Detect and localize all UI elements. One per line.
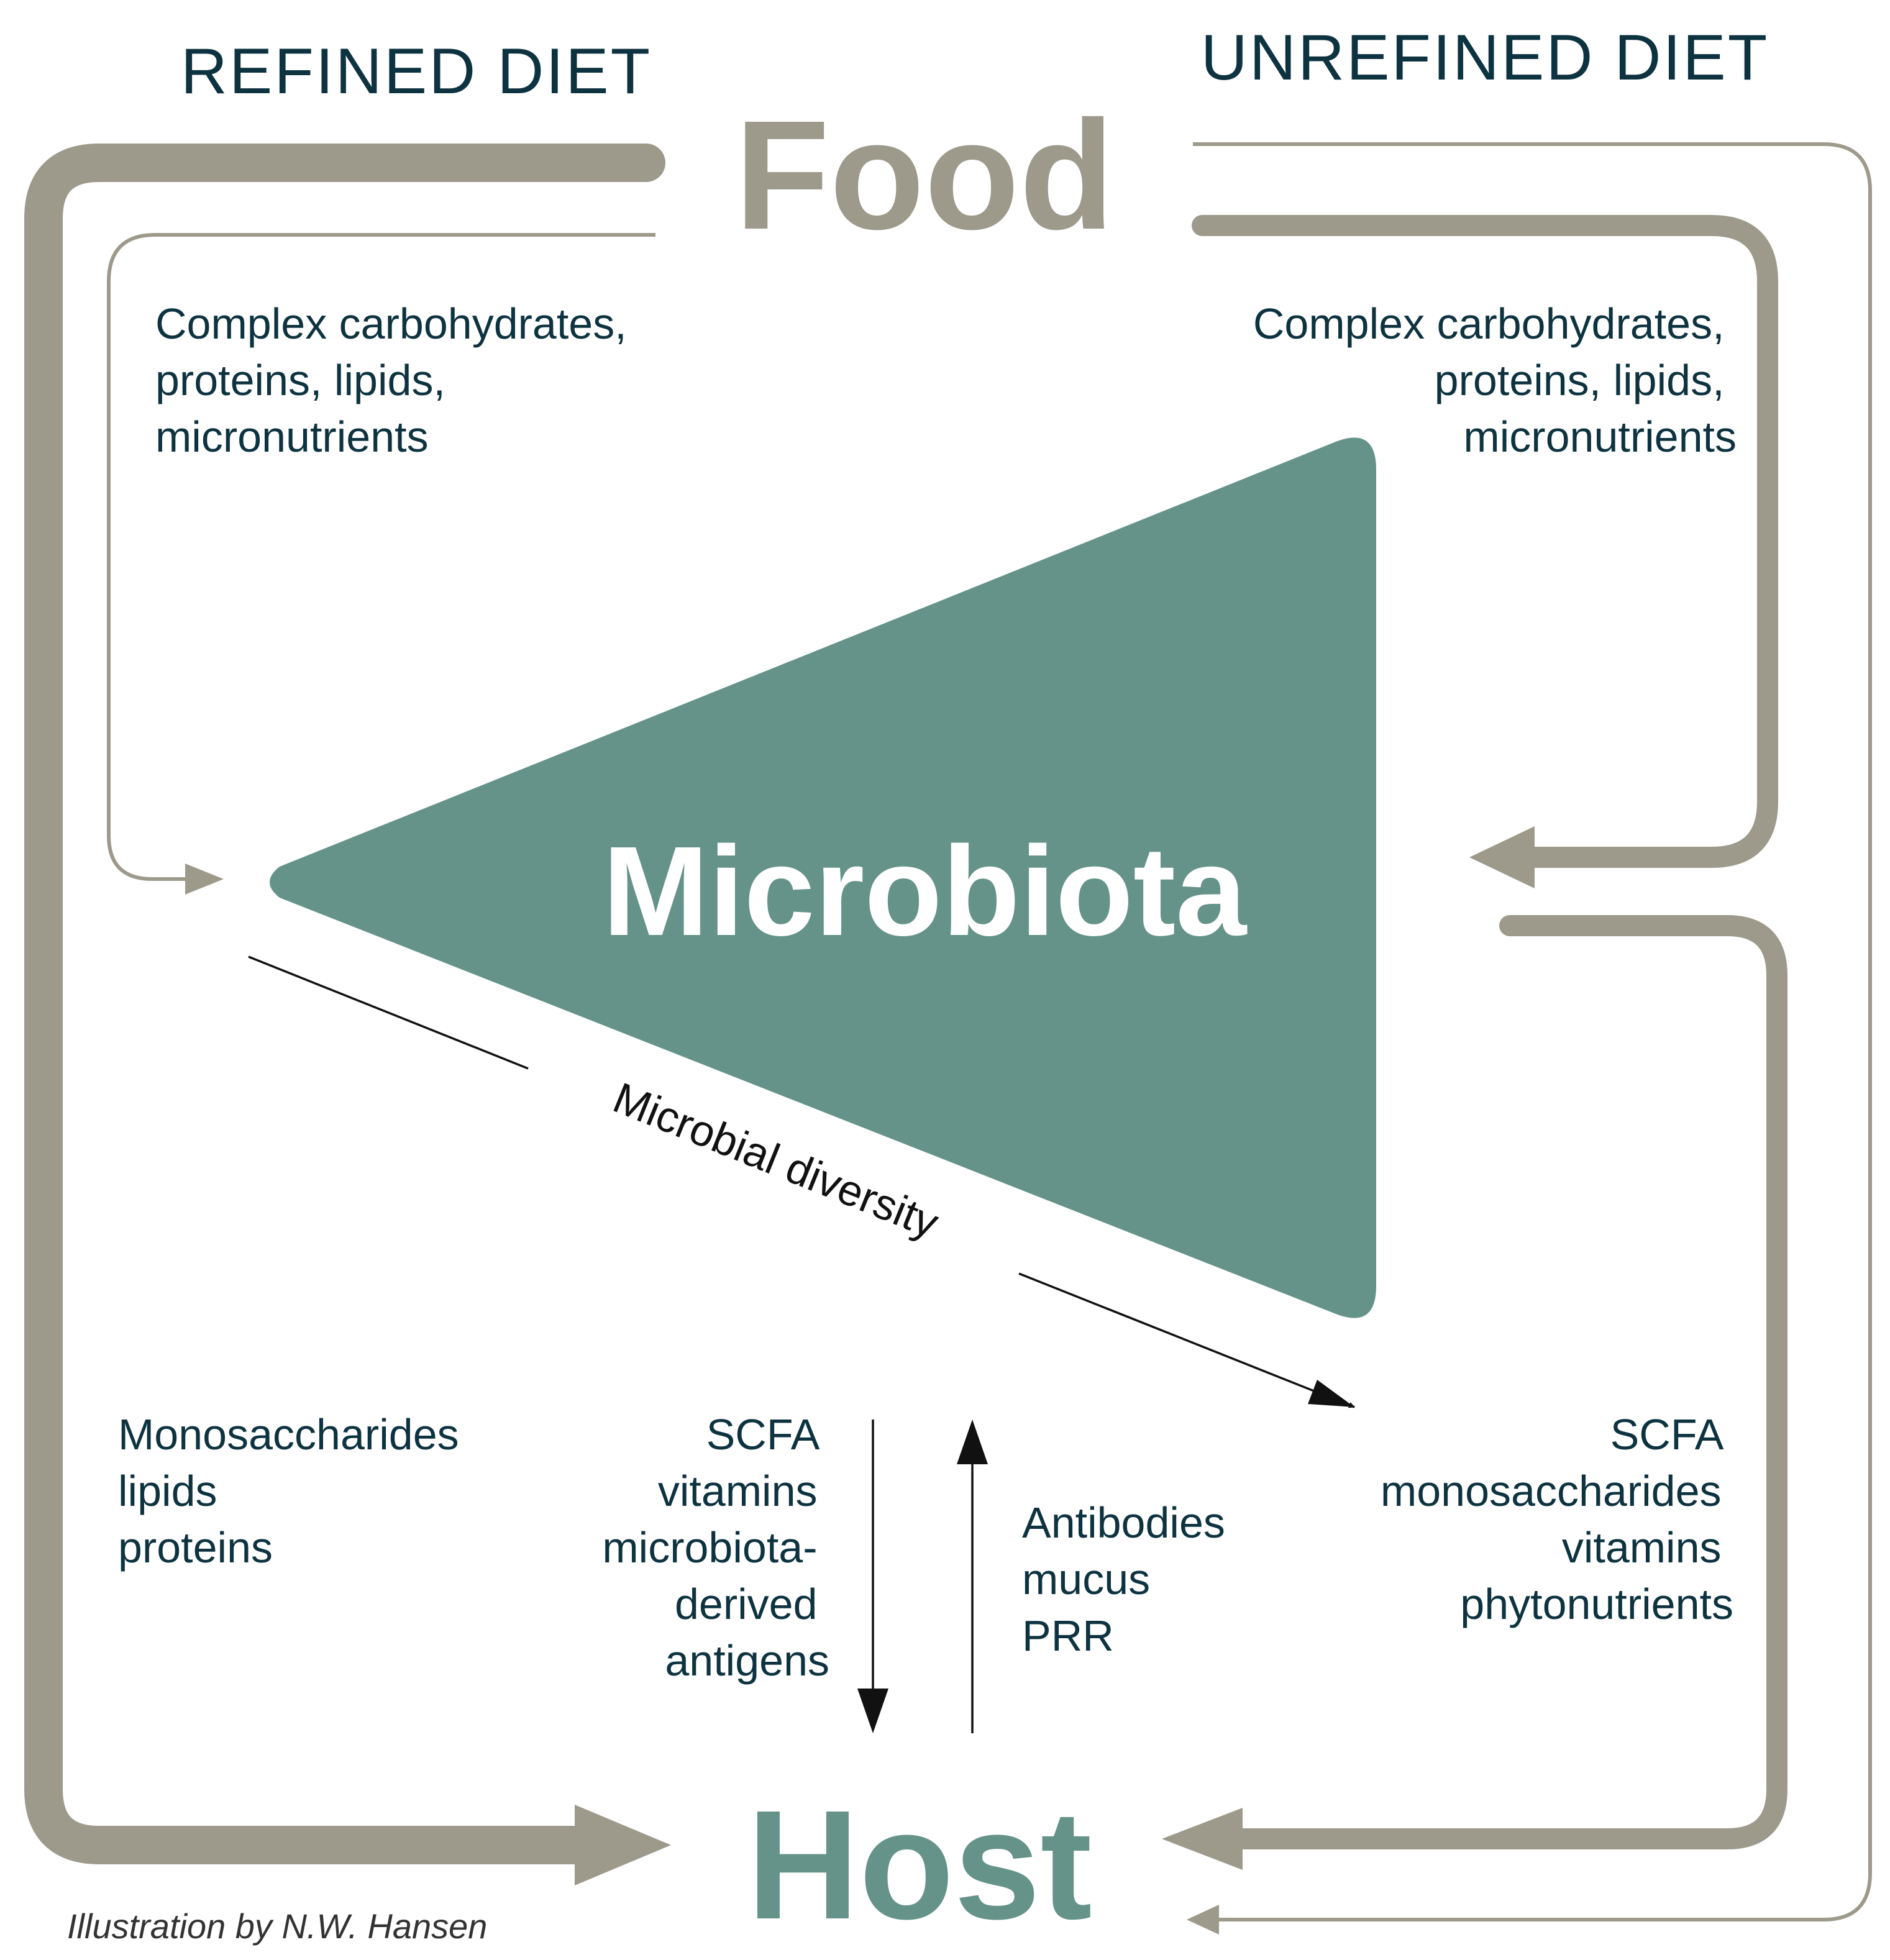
diversity-arrow-segment-right [1018, 1272, 1355, 1408]
list-item: vitamins [658, 1467, 818, 1515]
host-to-microbiota-factors: Antibodies mucus PRR [1022, 1498, 1237, 1660]
list-item: proteins [118, 1523, 273, 1572]
list-item: lipids [118, 1467, 217, 1515]
list-item: antigens [665, 1636, 829, 1685]
host-node-label: Host [747, 1778, 1092, 1951]
diversity-arrow-segment-left [248, 955, 529, 1070]
microbiota-to-host-arrowhead [857, 1689, 888, 1733]
host-to-microbiota-arrowhead [957, 1420, 988, 1464]
diversity-arrowhead [1308, 1380, 1354, 1407]
list-item: Complex carbohydrates, [1253, 299, 1725, 348]
food-node-label: Food [735, 88, 1115, 262]
list-item: proteins, lipids, [155, 356, 445, 404]
list-item: derived [675, 1580, 818, 1628]
unrefined-diet-heading: UNREFINED DIET [1201, 22, 1769, 94]
list-item: Complex carbohydrates, [155, 299, 627, 348]
refined-food-inputs: Complex carbohydrates, proteins, lipids,… [155, 299, 639, 461]
illustration-credit: Illustration by N.W. Hansen [67, 1907, 487, 1946]
unrefined-microbiota-arrowhead [1469, 826, 1535, 888]
refined-host-inputs: Monosaccharides lipids proteins [118, 1410, 471, 1572]
unrefined-host-thin-arrowhead [1187, 1905, 1219, 1935]
list-item: mucus [1022, 1555, 1150, 1603]
list-item: micronutrients [1463, 413, 1737, 461]
refined-diet-heading: REFINED DIET [181, 35, 652, 107]
refined-host-arrowhead [575, 1805, 671, 1885]
list-item: phytonutrients [1460, 1580, 1733, 1628]
refined-food-to-host-flow [24, 144, 665, 1864]
list-item: proteins, lipids, [1435, 356, 1725, 404]
list-item: Antibodies [1022, 1498, 1225, 1547]
unrefined-microbiota-to-host-flow [1207, 915, 1787, 1849]
list-item: PRR [1022, 1611, 1114, 1660]
unrefined-host-inputs: SCFA monosaccharides vitamins phytonutri… [1381, 1410, 1733, 1628]
microbiota-to-host-products: SCFA vitamins microbiota- derived antige… [602, 1410, 829, 1685]
refined-food-to-microbiota-flow [107, 233, 655, 881]
list-item: SCFA [706, 1410, 820, 1459]
list-item: micronutrients [155, 413, 429, 461]
list-item: monosaccharides [1381, 1467, 1722, 1515]
list-item: SCFA [1610, 1410, 1724, 1459]
list-item: vitamins [1562, 1523, 1722, 1572]
microbiota-node-label: Microbiota [603, 820, 1248, 962]
unrefined-food-to-microbiota-flow [1192, 215, 1778, 868]
unrefined-food-to-host-flow [1193, 142, 1872, 1921]
unrefined-host-thick-arrowhead [1162, 1808, 1243, 1870]
microbiota-triangle [270, 437, 1376, 1318]
list-item: microbiota- [602, 1523, 817, 1572]
unrefined-food-inputs: Complex carbohydrates, proteins, lipids,… [1253, 299, 1737, 461]
list-item: Monosaccharides [118, 1410, 459, 1459]
refined-microbiota-arrowhead [185, 864, 224, 895]
